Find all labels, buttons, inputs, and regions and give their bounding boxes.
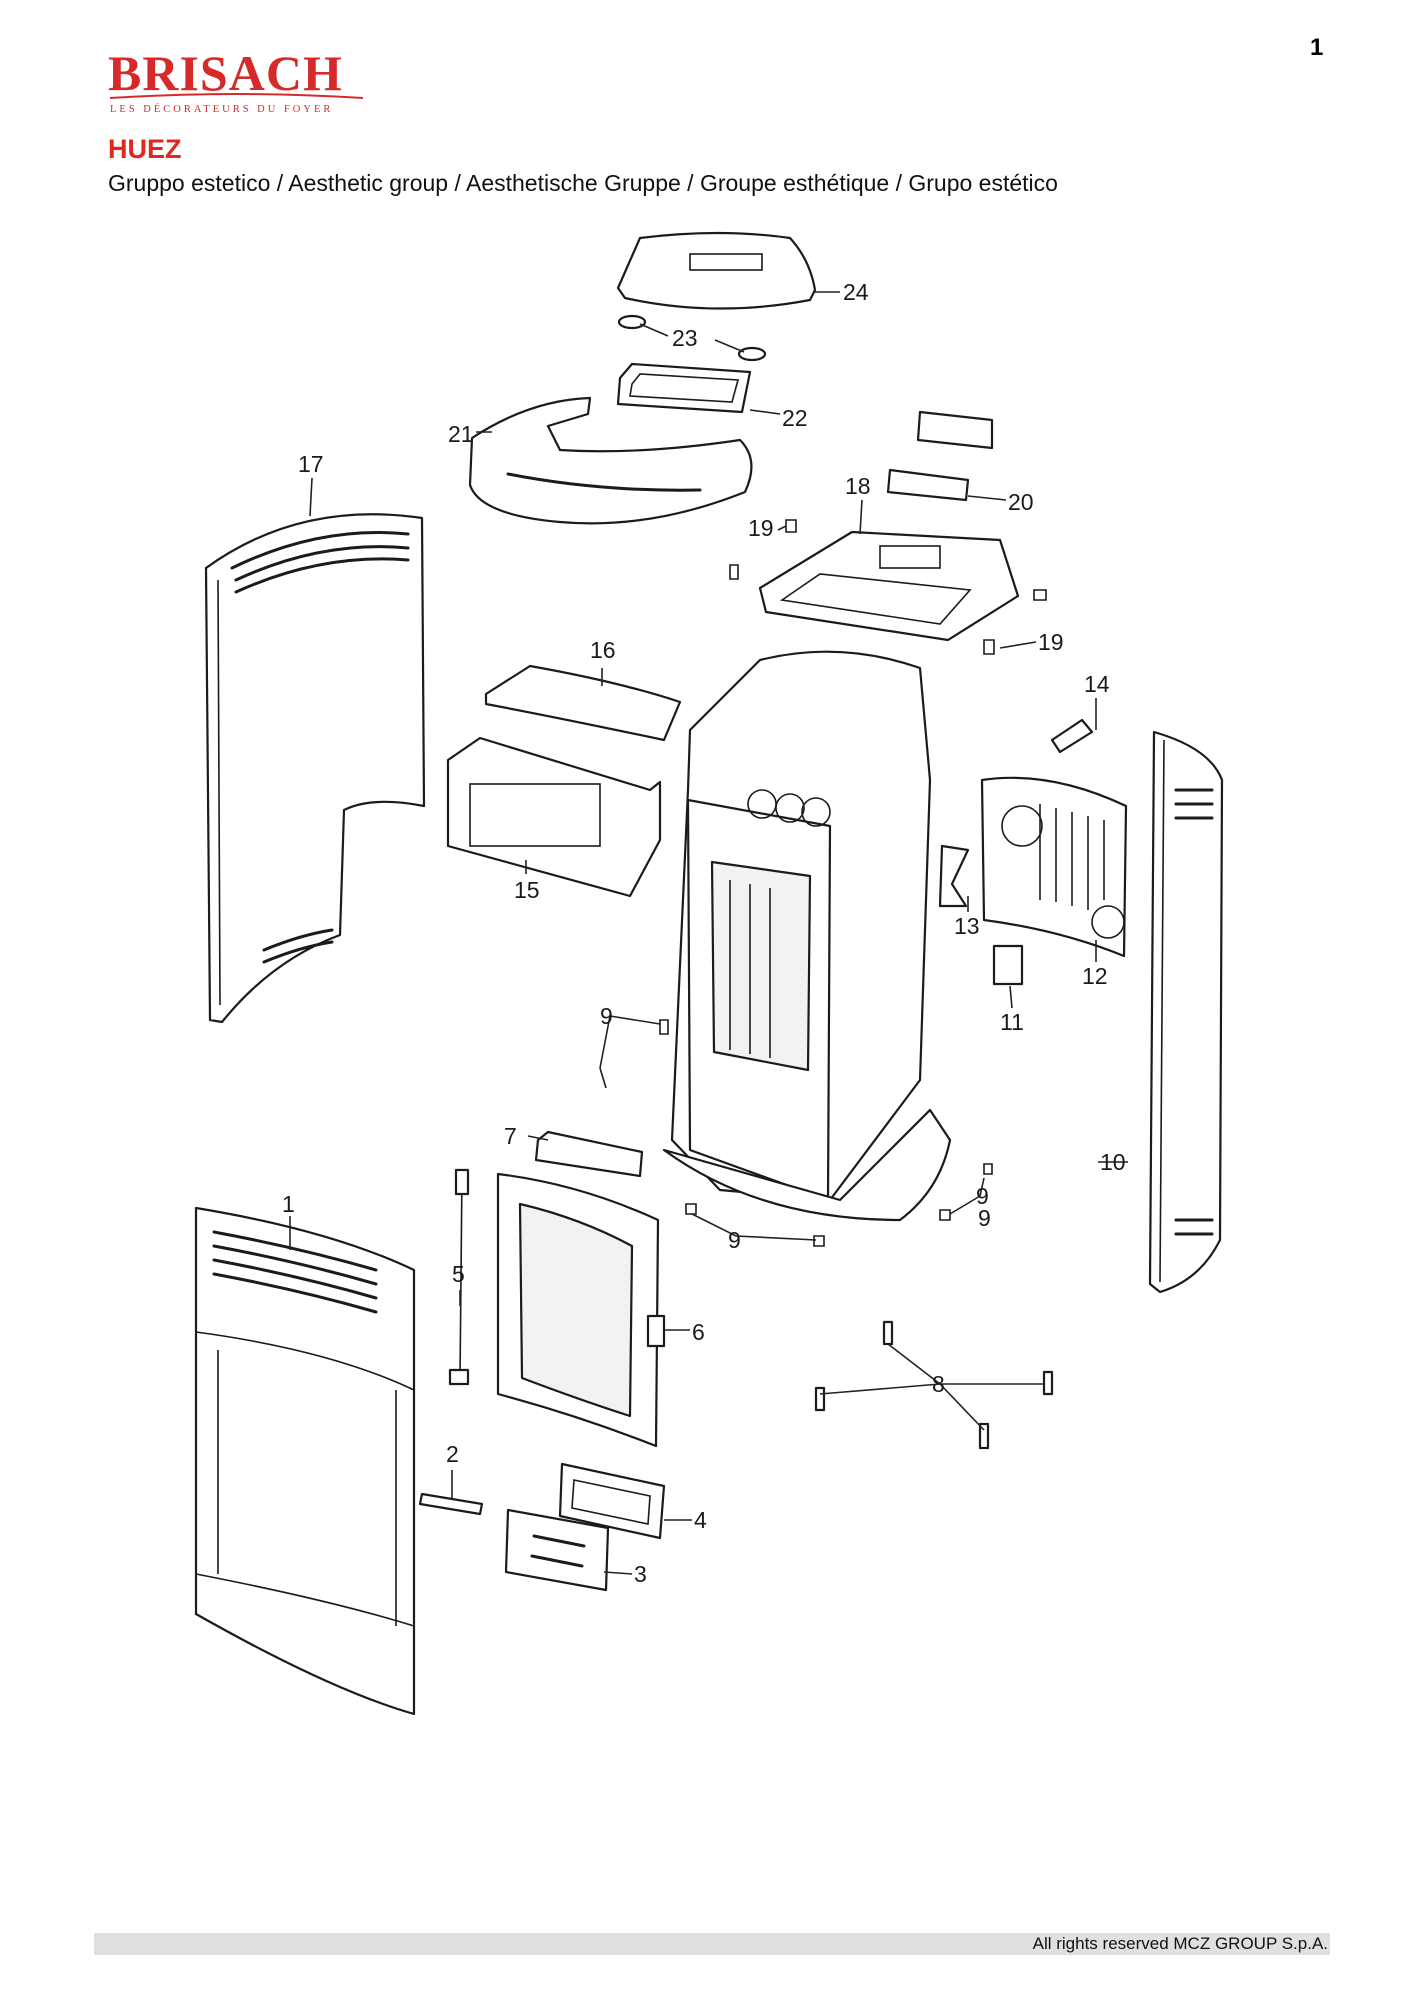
- callout-4: 4: [694, 1507, 707, 1533]
- part-cap-right: [737, 346, 767, 362]
- part-left-side-panel: [204, 513, 426, 1024]
- part-heat-bracket: [938, 844, 970, 908]
- part-small-bracket: [1050, 718, 1094, 754]
- part-door: [496, 1172, 666, 1448]
- callout-21: 21: [448, 421, 474, 447]
- callout-22: 22: [782, 405, 808, 431]
- callout-2: 2: [446, 1441, 459, 1467]
- callout-20: 20: [1008, 489, 1034, 515]
- callout-19-b: 19: [1038, 629, 1064, 655]
- part-handle: [418, 1492, 484, 1516]
- callout-17: 17: [298, 451, 324, 477]
- footer-bar: [94, 1933, 1330, 1955]
- callout-16: 16: [590, 637, 616, 663]
- brand-name: BRISACH: [108, 45, 343, 101]
- part-top-plate: [758, 530, 1020, 642]
- part-upper-panel: [468, 396, 753, 525]
- callout-3: 3: [634, 1561, 647, 1587]
- brand-tagline: LES DÉCORATEURS DU FOYER: [110, 103, 333, 115]
- part-bolt-b: [785, 519, 797, 533]
- callout-6: 6: [692, 1319, 705, 1345]
- copyright-notice: All rights reserved MCZ GROUP S.p.A.: [1032, 1934, 1328, 1953]
- callout-15: 15: [514, 877, 540, 903]
- callout-11: 11: [1000, 1009, 1024, 1035]
- part-control-panel: [992, 944, 1024, 986]
- callout-9-c: 9: [976, 1183, 989, 1209]
- part-bracket-assembly: [886, 410, 994, 502]
- part-stove-body: [662, 650, 952, 1222]
- part-ash-grille: [558, 1462, 666, 1540]
- part-bolt-d: [983, 639, 995, 655]
- part-bolt-c: [1033, 589, 1047, 601]
- callout-23: 23: [672, 325, 698, 351]
- callout-9-d: 9: [978, 1205, 991, 1231]
- callout-7: 7: [504, 1123, 517, 1149]
- section-subtitle: Gruppo estetico / Aesthetic group / Aest…: [108, 170, 1058, 196]
- part-firebox-panel: [446, 736, 662, 898]
- callout-8: 8: [932, 1371, 945, 1397]
- callout-14: 14: [1084, 671, 1110, 697]
- part-bolt-a: [729, 564, 739, 580]
- callout-10: 10: [1100, 1149, 1126, 1175]
- page-number: 1: [1310, 34, 1324, 61]
- part-vent-plate: [504, 1508, 610, 1592]
- callout-9-b: 9: [728, 1227, 741, 1253]
- callout-18: 18: [845, 473, 871, 499]
- part-screws-c: [939, 1163, 993, 1221]
- leader-lines: [289, 291, 1128, 1575]
- part-gasket-frame: [616, 362, 752, 414]
- callout-5: 5: [452, 1261, 465, 1287]
- part-screws-b: [685, 1203, 825, 1247]
- part-screws-a: [599, 1019, 669, 1089]
- model-title: HUEZ: [108, 134, 182, 164]
- part-front-panel: [194, 1206, 416, 1716]
- part-plate: [534, 1130, 644, 1178]
- part-adjustable-feet: [814, 1320, 1054, 1450]
- part-deflector: [484, 664, 682, 742]
- callout-24: 24: [843, 279, 869, 305]
- callout-1: 1: [282, 1191, 295, 1217]
- part-top-cover: [616, 231, 817, 310]
- callout-13: 13: [954, 913, 980, 939]
- part-right-side-panel: [1148, 730, 1224, 1294]
- part-cap-left: [617, 314, 647, 330]
- callout-9-a: 9: [600, 1003, 613, 1029]
- callout-12: 12: [1082, 963, 1108, 989]
- part-rear-grille: [980, 776, 1128, 958]
- callout-19-a: 19: [748, 515, 774, 541]
- brisach-logo: BRISACH LES DÉCORATEURS DU FOYER: [108, 45, 364, 115]
- part-hinge-rod: [448, 1168, 470, 1386]
